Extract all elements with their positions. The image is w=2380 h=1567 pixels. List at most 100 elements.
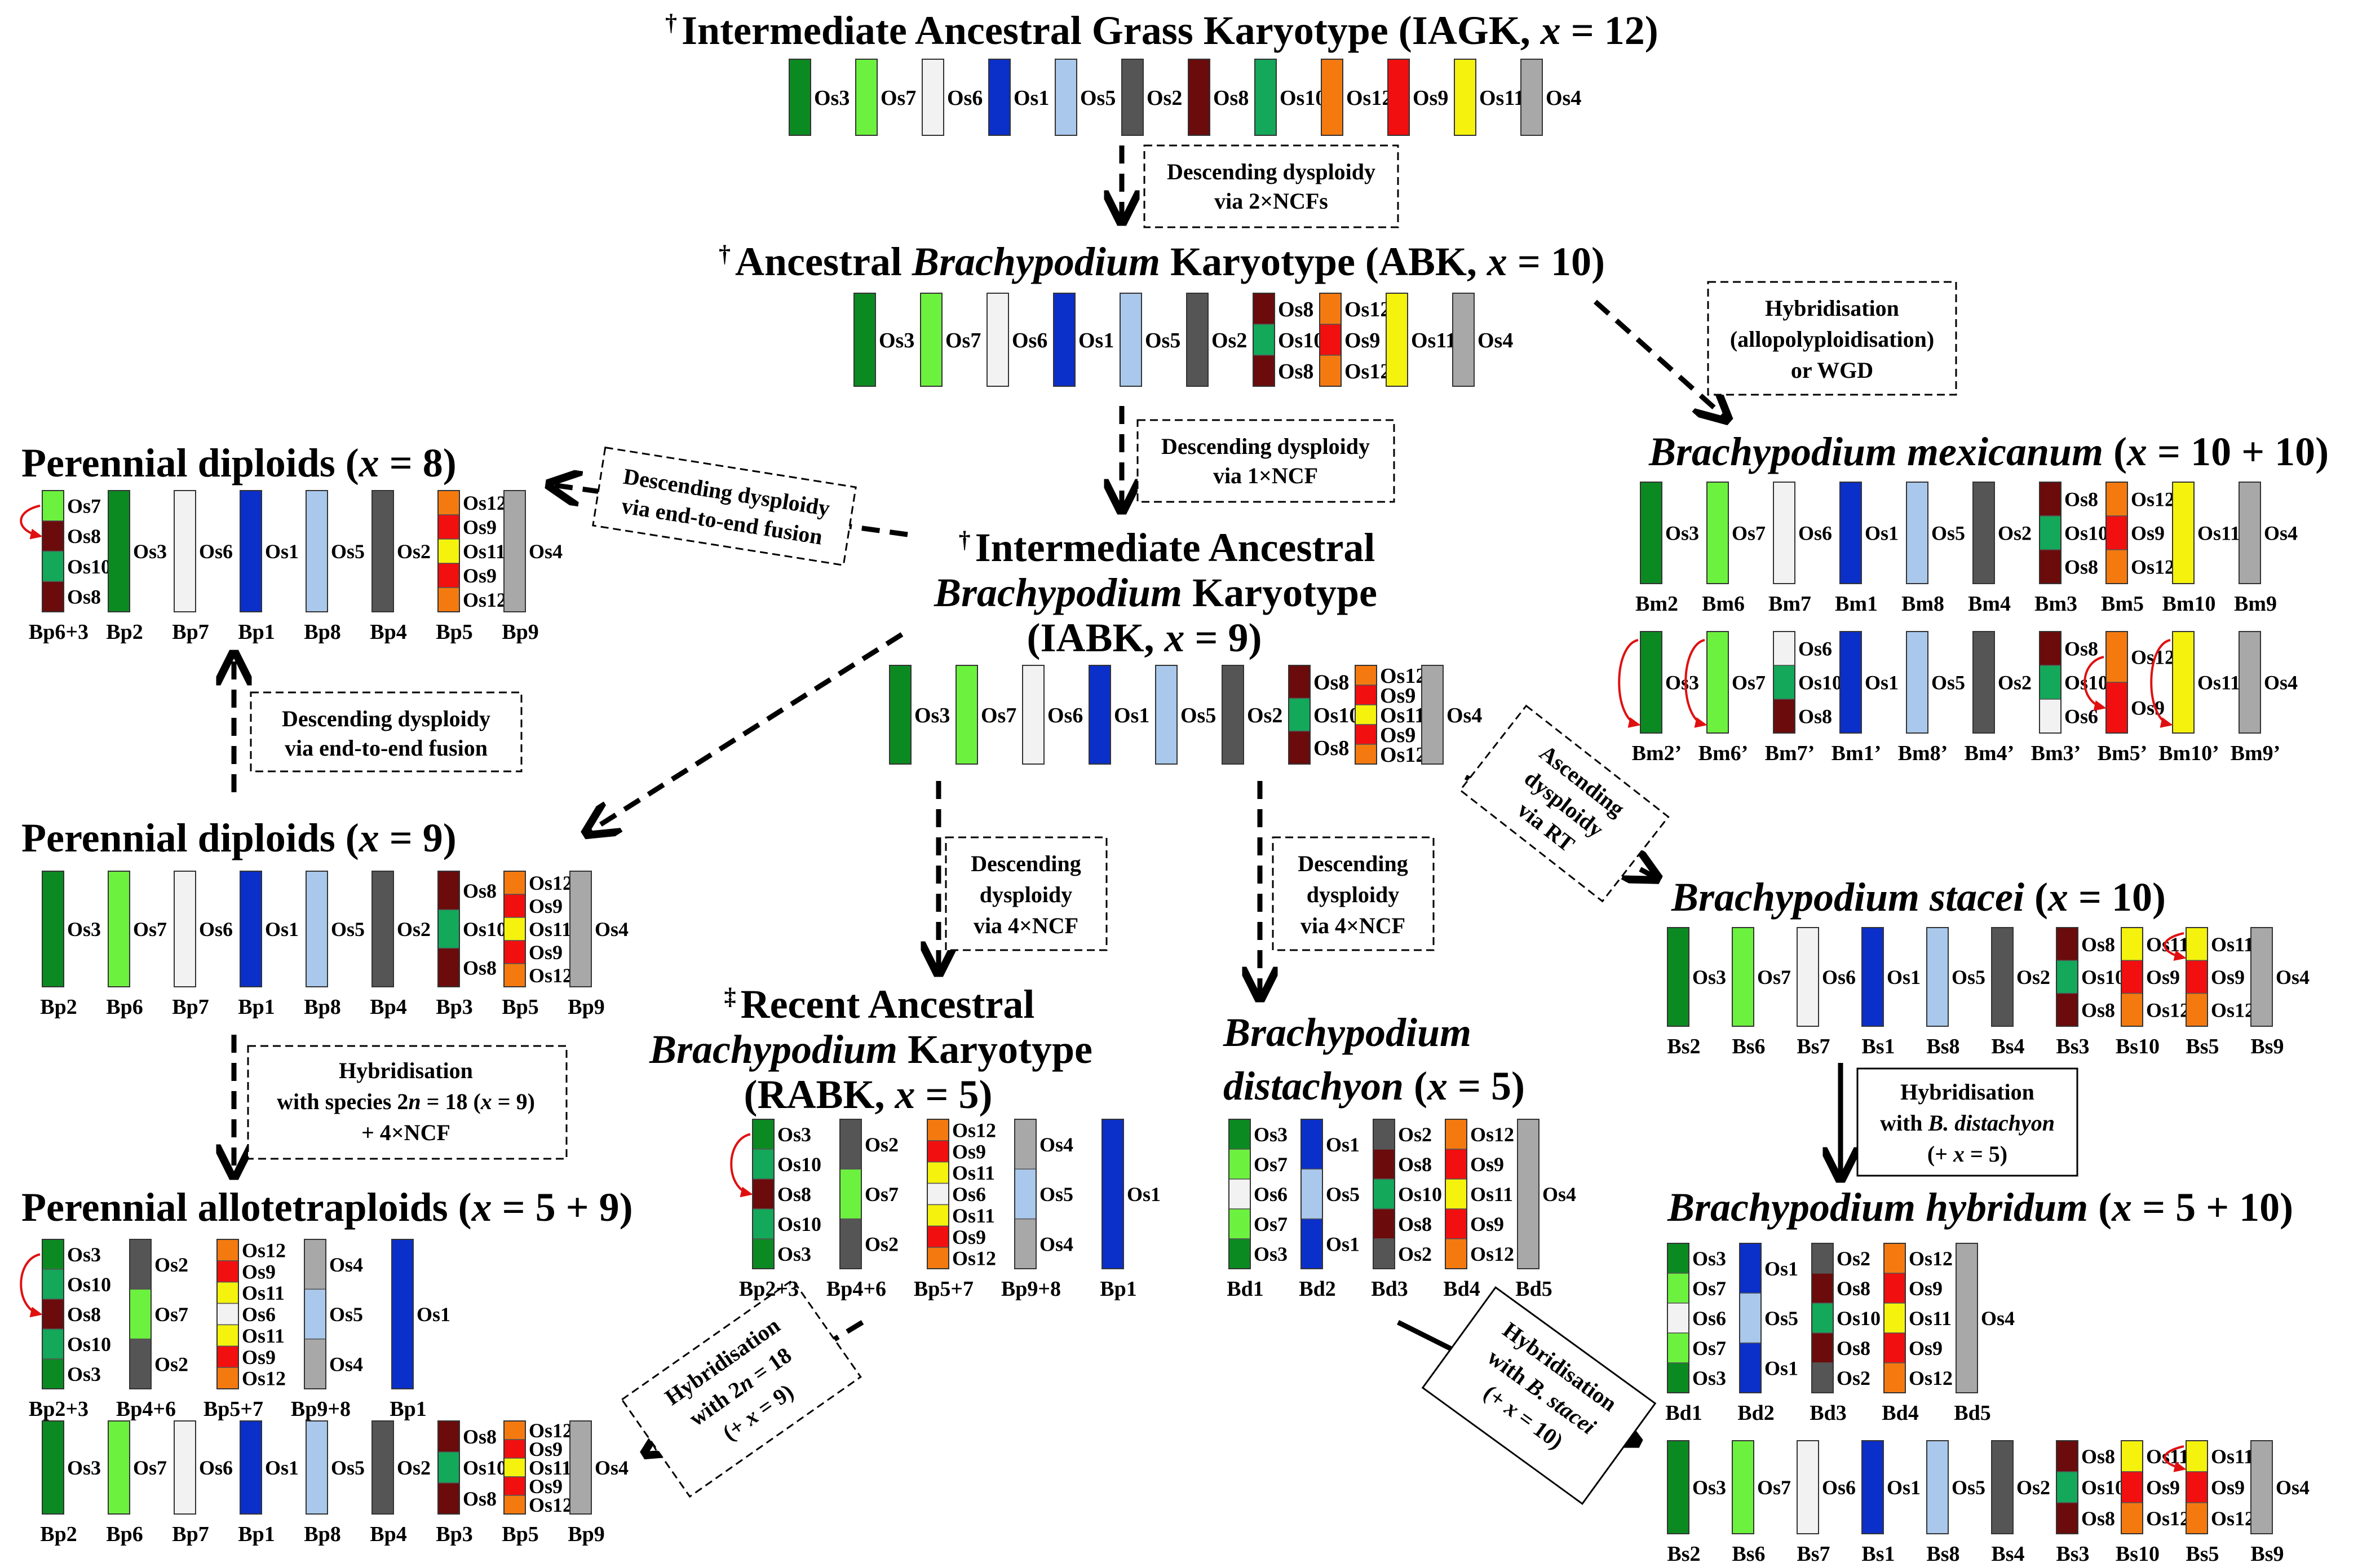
segment-Os6 bbox=[1228, 1178, 1251, 1210]
segment-Os2 bbox=[839, 1218, 862, 1269]
segment-Os8 bbox=[42, 581, 64, 612]
segment-label: Os10 bbox=[1398, 1183, 1442, 1206]
segment-label: Os9 bbox=[1470, 1213, 1504, 1235]
segment-label: Os6 bbox=[242, 1303, 276, 1326]
segment-label: Os4 bbox=[1542, 1183, 1576, 1206]
chromosome-name: Bm3 bbox=[2034, 592, 2077, 616]
segment-label: Os11 bbox=[2146, 933, 2189, 956]
segment-label: Os11 bbox=[242, 1282, 285, 1304]
chromosome-name: Bp1 bbox=[238, 1522, 275, 1546]
segment-label: Os3 bbox=[1692, 1367, 1726, 1389]
segment-Os4 bbox=[1956, 1243, 1978, 1393]
segment-label: Os12 bbox=[1909, 1367, 1953, 1389]
segment-Os9 bbox=[1883, 1332, 1906, 1363]
segment-Os9 bbox=[2121, 1471, 2143, 1503]
segment-label: Os1 bbox=[1078, 329, 1114, 352]
chromosome-name: Bp9 bbox=[568, 1522, 604, 1546]
chromosome-name: Bp8 bbox=[304, 1522, 340, 1546]
segment-Os1 bbox=[1101, 1119, 1124, 1269]
segment-label: Os7 bbox=[881, 86, 916, 110]
segment-label: Os4 bbox=[329, 1353, 363, 1375]
segment-label: Os12 bbox=[2211, 1507, 2255, 1530]
segment-Os4 bbox=[503, 490, 526, 612]
segment-Os9 bbox=[216, 1260, 239, 1283]
segment-Os6 bbox=[1773, 482, 1795, 584]
chromosome-10: Os11 bbox=[1454, 59, 1524, 136]
segment-label: Os5 bbox=[1931, 672, 1965, 694]
segment-Os8 bbox=[2039, 549, 2062, 584]
chromosome-outline bbox=[2121, 927, 2143, 1027]
chromosome-outline bbox=[1732, 1440, 1754, 1534]
segment-label: Os1 bbox=[1865, 672, 1899, 694]
segment-Os4 bbox=[1452, 293, 1475, 387]
chromosome-outline bbox=[1520, 59, 1543, 136]
segment-Os12 bbox=[1355, 744, 1377, 765]
chromosome-outline bbox=[986, 293, 1009, 387]
chromosome-name: Bs9 bbox=[2250, 1542, 2284, 1566]
chromosome-name: Bd1 bbox=[1665, 1401, 1702, 1425]
segment-label: Os5 bbox=[1039, 1183, 1073, 1206]
segment-Os8 bbox=[1288, 730, 1311, 765]
chromosome-0: Os3 bbox=[789, 59, 850, 136]
chromosome-name: Bm7’ bbox=[1765, 741, 1815, 765]
segment-Os8 bbox=[1373, 1149, 1395, 1180]
segment-Os11 bbox=[927, 1204, 949, 1227]
curved-red-arrow-icon bbox=[2164, 932, 2187, 961]
segment-Os12 bbox=[2105, 482, 2128, 517]
segment-Os11 bbox=[927, 1161, 949, 1184]
segment-Os5 bbox=[1155, 665, 1178, 765]
segment-label: Os12 bbox=[529, 1494, 573, 1516]
title-bsta: Brachypodium stacei (x = 10) bbox=[1671, 875, 2166, 920]
chromosome-outline bbox=[2250, 927, 2273, 1027]
segment-Os4 bbox=[304, 1338, 326, 1389]
segment-Os6 bbox=[216, 1303, 239, 1326]
chromosome-name: Bm10’ bbox=[2158, 741, 2219, 765]
chromosome-name: Bs7 bbox=[1797, 1542, 1830, 1566]
segment-Os10 bbox=[1253, 324, 1275, 356]
segment-label: Os9 bbox=[529, 895, 563, 917]
chromosome-outline bbox=[1640, 631, 1662, 734]
segment-label: Os6 bbox=[199, 540, 233, 563]
segment-Os3 bbox=[752, 1238, 775, 1269]
chromosome-outline bbox=[1452, 293, 1475, 387]
chromosome-outline bbox=[42, 1420, 64, 1515]
segment-label: Os12 bbox=[1380, 664, 1426, 688]
segment-Os9 bbox=[2121, 960, 2143, 994]
segment-label: Os8 bbox=[2081, 933, 2115, 956]
segment-label: Os9 bbox=[1380, 684, 1415, 708]
chromosome-outline bbox=[1055, 59, 1077, 136]
segment-Os7 bbox=[1667, 1332, 1689, 1363]
svg-text:Hybridisation: Hybridisation bbox=[1900, 1079, 2034, 1105]
segment-Os4 bbox=[569, 871, 592, 987]
chromosome-9: Os4 bbox=[1452, 293, 1513, 387]
chromosome-name: Bs4 bbox=[1991, 1035, 2024, 1058]
segment-label: Os2 bbox=[397, 540, 431, 563]
chromosome-name: Bd2 bbox=[1299, 1277, 1335, 1301]
segment-Os9 bbox=[503, 940, 526, 964]
segment-label: Os4 bbox=[2276, 966, 2310, 988]
segment-label: Os5 bbox=[331, 540, 365, 563]
chromosome-name: Bd4 bbox=[1882, 1401, 1918, 1425]
title-iagk: †Intermediate Ancestral Grass Karyotype … bbox=[665, 8, 1658, 53]
chromosome-9: Os9 bbox=[1387, 59, 1448, 136]
chromosome-name: Bp5+7 bbox=[204, 1397, 263, 1421]
segment-label: Os8 bbox=[67, 525, 101, 548]
segment-label: Os11 bbox=[1380, 704, 1425, 727]
